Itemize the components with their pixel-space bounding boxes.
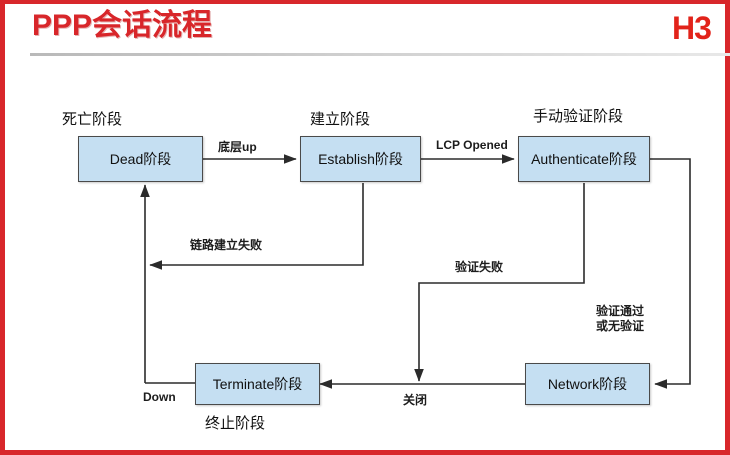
node-authenticate-label: Authenticate阶段 [531, 151, 637, 167]
edge-label-auth-pass-line1: 验证通过 [596, 304, 645, 318]
edge-label-auth-pass: 验证通过 或无验证 [596, 304, 644, 334]
node-establish-label: Establish阶段 [318, 151, 403, 167]
node-dead[interactable]: Dead阶段 [78, 136, 203, 182]
slide-border-left [0, 0, 5, 455]
node-authenticate-caption: 手动验证阶段 [533, 108, 624, 125]
edge-label-lcp-opened: LCP Opened [436, 138, 508, 152]
edge-label-auth-pass-line2: 或无验证 [596, 319, 645, 333]
node-dead-label: Dead阶段 [109, 151, 172, 167]
node-network[interactable]: Network阶段 [525, 363, 650, 405]
node-terminate-label: Terminate阶段 [212, 376, 303, 392]
node-authenticate[interactable]: Authenticate阶段 [518, 136, 650, 182]
slide-border-right [725, 0, 730, 455]
node-terminate-caption: 终止阶段 [205, 415, 266, 432]
edge-label-close: 关闭 [403, 393, 428, 407]
node-terminate[interactable]: Terminate阶段 [195, 363, 320, 405]
node-dead-caption: 死亡阶段 [62, 111, 123, 128]
page-title: PPP会话流程 [32, 9, 213, 42]
h3c-logo: H3 [672, 10, 712, 46]
edge-label-underlying-up: 底层up [218, 140, 257, 154]
node-establish[interactable]: Establish阶段 [300, 136, 421, 182]
edge-label-down: Down [143, 390, 176, 404]
node-network-label: Network阶段 [547, 376, 628, 392]
edge-label-link-fail: 链路建立失败 [190, 238, 263, 252]
node-establish-caption: 建立阶段 [310, 111, 371, 128]
slide-border-bottom [0, 450, 730, 455]
header-divider [30, 53, 730, 56]
slide-border-top [0, 0, 730, 4]
edge-label-auth-fail: 验证失败 [455, 260, 504, 274]
